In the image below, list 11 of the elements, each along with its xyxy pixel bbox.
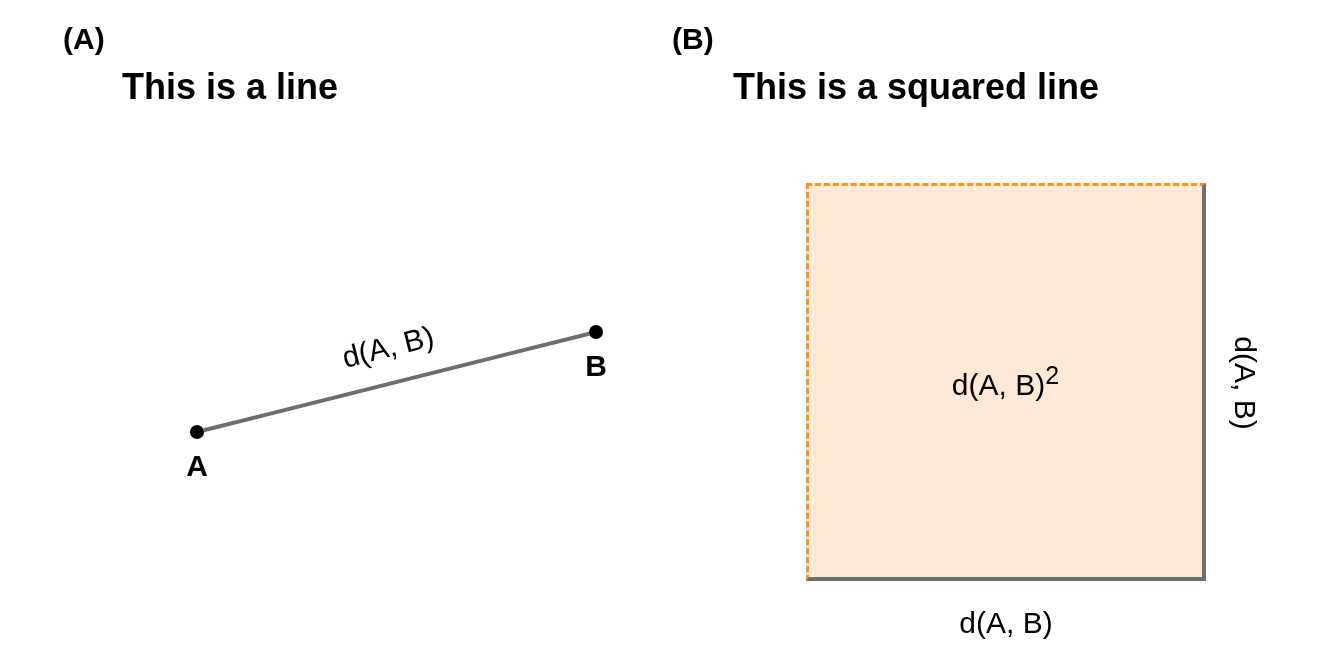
panel-title: This is a squared line [733, 66, 1100, 108]
panel-letter: (A) [63, 22, 105, 56]
line-segment [203, 331, 590, 433]
side-length-label: d(A, B) [1228, 336, 1262, 430]
square-area [806, 183, 1206, 581]
panel-letter: (B) [672, 22, 714, 56]
area-label: d(A, B)$^{2}$ [951, 361, 1060, 402]
point-label: A [186, 449, 208, 483]
side-length-label: d(A, B) [959, 606, 1053, 640]
point-label: B [585, 349, 607, 383]
panel-title: This is a line [122, 66, 339, 108]
